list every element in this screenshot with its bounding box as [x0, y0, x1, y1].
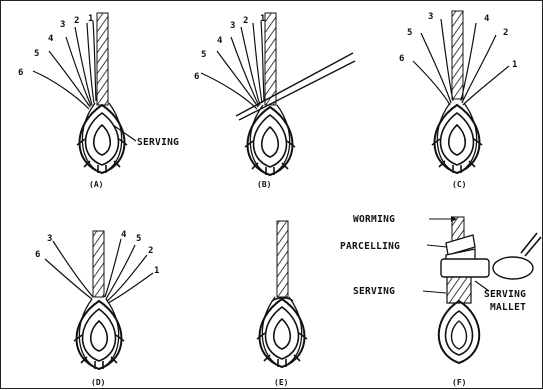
caption-b: (B) [257, 180, 271, 189]
strand-number: 5 [407, 28, 412, 38]
panel-a: 1 2 3 4 5 6 SERVING (A) [18, 13, 179, 189]
strand-number: 1 [154, 266, 159, 276]
caption-c: (C) [452, 180, 466, 189]
strand-number: 2 [503, 28, 508, 38]
panel-e: (E) [257, 221, 307, 387]
strand-number: 3 [230, 21, 235, 31]
parcelling-label: PARCELLING [340, 241, 400, 252]
strand-number: 4 [121, 230, 127, 240]
strand-number: 2 [148, 246, 153, 256]
panel-c: 3 4 5 2 6 1 (C) [399, 11, 517, 189]
strand-number: 4 [48, 34, 54, 44]
caption-a: (A) [89, 180, 103, 189]
strand-number: 1 [512, 60, 517, 70]
serving-label: SERVING [353, 286, 395, 297]
strand-number: 5 [136, 234, 141, 244]
strand-number: 2 [243, 16, 248, 26]
strand-number: 3 [428, 12, 433, 22]
strand-number: 6 [399, 54, 404, 64]
strand-number: 4 [484, 14, 490, 24]
strand-number: 3 [60, 20, 65, 30]
panel-f: WORMING PARCELLING SERVING SERVING MALLE… [340, 214, 541, 387]
strand-number: 6 [18, 68, 23, 78]
strand-number: 3 [47, 234, 52, 244]
panel-b: 1 2 3 4 5 6 (B) [194, 13, 355, 189]
strand-number: 5 [201, 50, 206, 60]
serving-label: SERVING [137, 137, 179, 148]
strand-number: 1 [260, 14, 265, 24]
strand-number: 2 [74, 16, 79, 26]
caption-f: (F) [452, 378, 466, 387]
panel-d: 3 6 4 5 2 1 (D) [35, 230, 159, 387]
serving-mallet-label: MALLET [490, 302, 526, 313]
strand-number: 4 [217, 36, 223, 46]
strand-number: 6 [35, 250, 40, 260]
serving-mallet-label: SERVING [484, 289, 526, 300]
caption-e: (E) [274, 378, 288, 387]
strand-number: 6 [194, 72, 199, 82]
caption-d: (D) [91, 378, 105, 387]
strand-number: 1 [88, 14, 93, 24]
worming-label: WORMING [353, 214, 395, 225]
strand-number: 5 [34, 49, 39, 59]
